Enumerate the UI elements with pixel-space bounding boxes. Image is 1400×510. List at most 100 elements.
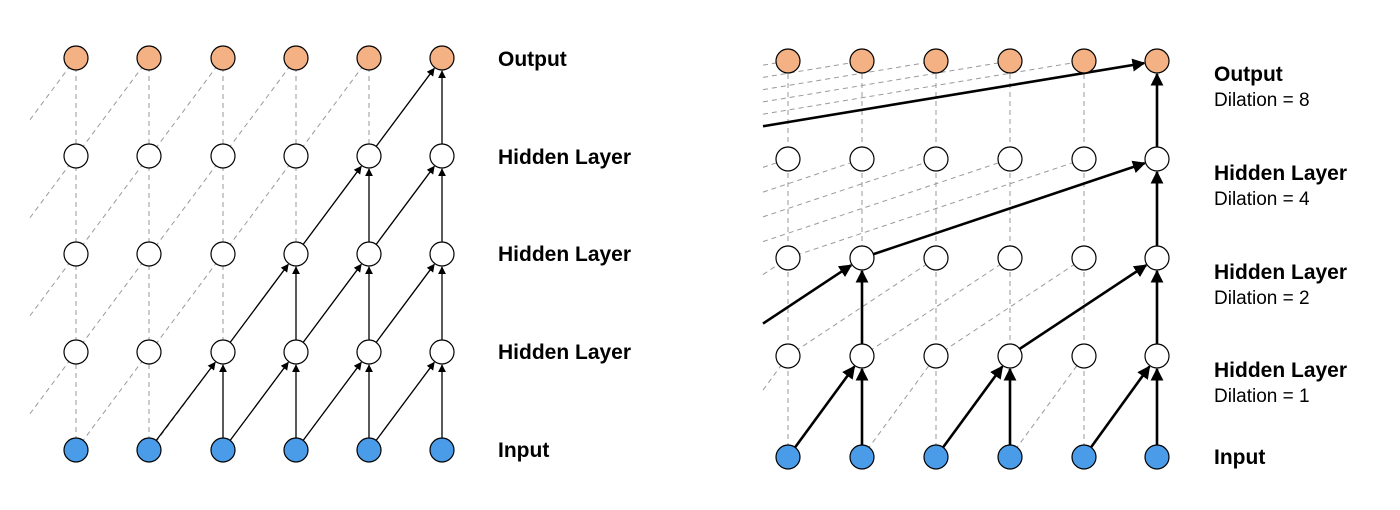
left-node-hidden-3 [136,143,162,169]
left-guide-diagonal [75,351,150,451]
right-node-hidden-3 [1144,146,1170,172]
left-node-input [63,437,89,463]
left-label-output: Output [498,48,567,71]
right-node-input [775,444,801,470]
left-guide-diagonal [295,57,370,157]
left-node-hidden-3 [356,143,382,169]
left-connection-arrow [368,361,435,451]
right-node-hidden-2 [1144,245,1170,271]
right-guide-diagonal [762,257,789,275]
left-node-output [136,45,162,71]
left-node-hidden-2 [136,241,162,267]
right-connection-arrow [1008,264,1148,358]
right-guide-diagonal [762,355,789,391]
right-guide-diagonal [1009,355,1085,458]
right-layer-labels: Output Dilation = 8 Hidden Layer Dilatio… [1214,63,1347,469]
left-guide-diagonal [29,253,77,317]
left-guide-diagonal [149,155,224,255]
right-node-output [1144,48,1170,74]
left-connection-arrow [222,263,289,353]
left-layer-labels: Output Hidden Layer Hidden Layer Hidden … [498,48,631,462]
right-connections [762,58,1164,458]
left-node-hidden-3 [63,143,89,169]
right-connection-arrow [762,58,1146,128]
left-label-hidden-2: Hidden Layer [498,243,631,266]
left-node-hidden-1 [356,339,382,365]
right-node-hidden-1 [849,343,875,369]
left-guide-diagonal [29,57,77,121]
left-label-input: Input [498,439,549,462]
left-node-hidden-2 [429,241,455,267]
right-guide-diagonal [762,158,1011,243]
right-guide-diagonal [762,60,937,91]
left-node-input [210,437,236,463]
right-label-hidden-2: Hidden Layer [1214,261,1347,284]
right-guide-diagonal [861,257,1011,357]
left-node-input [136,437,162,463]
right-node-hidden-3 [849,146,875,172]
left-guide-diagonal [222,57,297,157]
left-node-hidden-2 [356,241,382,267]
right-connection-arrow [934,365,1004,458]
left-guide-diagonal [75,253,150,353]
right-node-input [997,444,1023,470]
left-node-output [63,45,89,71]
left-node-hidden-3 [283,143,309,169]
right-node-hidden-3 [775,146,801,172]
right-node-output [997,48,1023,74]
left-node-hidden-1 [136,339,162,365]
left-node-hidden-2 [63,241,89,267]
right-node-hidden-1 [923,343,949,369]
right-label-hidden-2-dilation: Dilation = 2 [1214,288,1310,309]
left-node-hidden-1 [210,339,236,365]
left-guide-diagonal [29,155,77,219]
right-label-output-dilation: Dilation = 8 [1214,90,1310,111]
right-guide-diagonal [787,257,937,357]
right-label-hidden-3-dilation: Dilation = 4 [1214,189,1310,210]
right-node-input [1144,444,1170,470]
left-node-input [356,437,382,463]
right-node-input [923,444,949,470]
left-node-output [210,45,236,71]
left-guide-diagonal [75,155,150,255]
left-guide-diagonal [222,155,297,255]
right-guide-diagonal [762,158,937,218]
left-node-hidden-1 [63,339,89,365]
right-connection-arrow [786,365,856,458]
right-label-output: Output [1214,63,1283,86]
right-label-input: Input [1214,446,1265,469]
left-panel-standard-network: Output Hidden Layer Hidden Layer Hidden … [29,45,631,463]
left-connection-arrow [368,67,435,157]
right-node-hidden-1 [997,343,1023,369]
left-node-output [429,45,455,71]
right-node-hidden-2 [923,245,949,271]
right-node-hidden-2 [849,245,875,271]
left-node-input [283,437,309,463]
left-guide-diagonal [29,351,77,415]
right-nodes [775,48,1170,470]
right-connection-arrow [1082,365,1151,458]
right-node-hidden-1 [1071,343,1097,369]
right-node-hidden-3 [1071,146,1097,172]
right-guide-lines [762,60,1158,458]
left-node-output [356,45,382,71]
left-connection-arrow [222,361,289,451]
left-label-hidden-1: Hidden Layer [498,341,631,364]
left-connections [148,67,446,451]
right-label-hidden-1-dilation: Dilation = 1 [1214,386,1310,407]
right-node-hidden-2 [775,245,801,271]
right-node-hidden-2 [997,245,1023,271]
right-label-hidden-3: Hidden Layer [1214,162,1347,185]
left-connection-arrow [148,361,216,451]
left-node-hidden-3 [210,143,236,169]
right-node-output [775,48,801,74]
right-node-hidden-1 [775,343,801,369]
right-node-output [849,48,875,74]
right-node-hidden-1 [1144,343,1170,369]
left-connection-arrow [295,165,362,255]
right-guide-diagonal [762,60,1085,115]
left-node-hidden-2 [283,241,309,267]
left-connection-arrow [368,165,435,255]
left-node-hidden-1 [429,339,455,365]
